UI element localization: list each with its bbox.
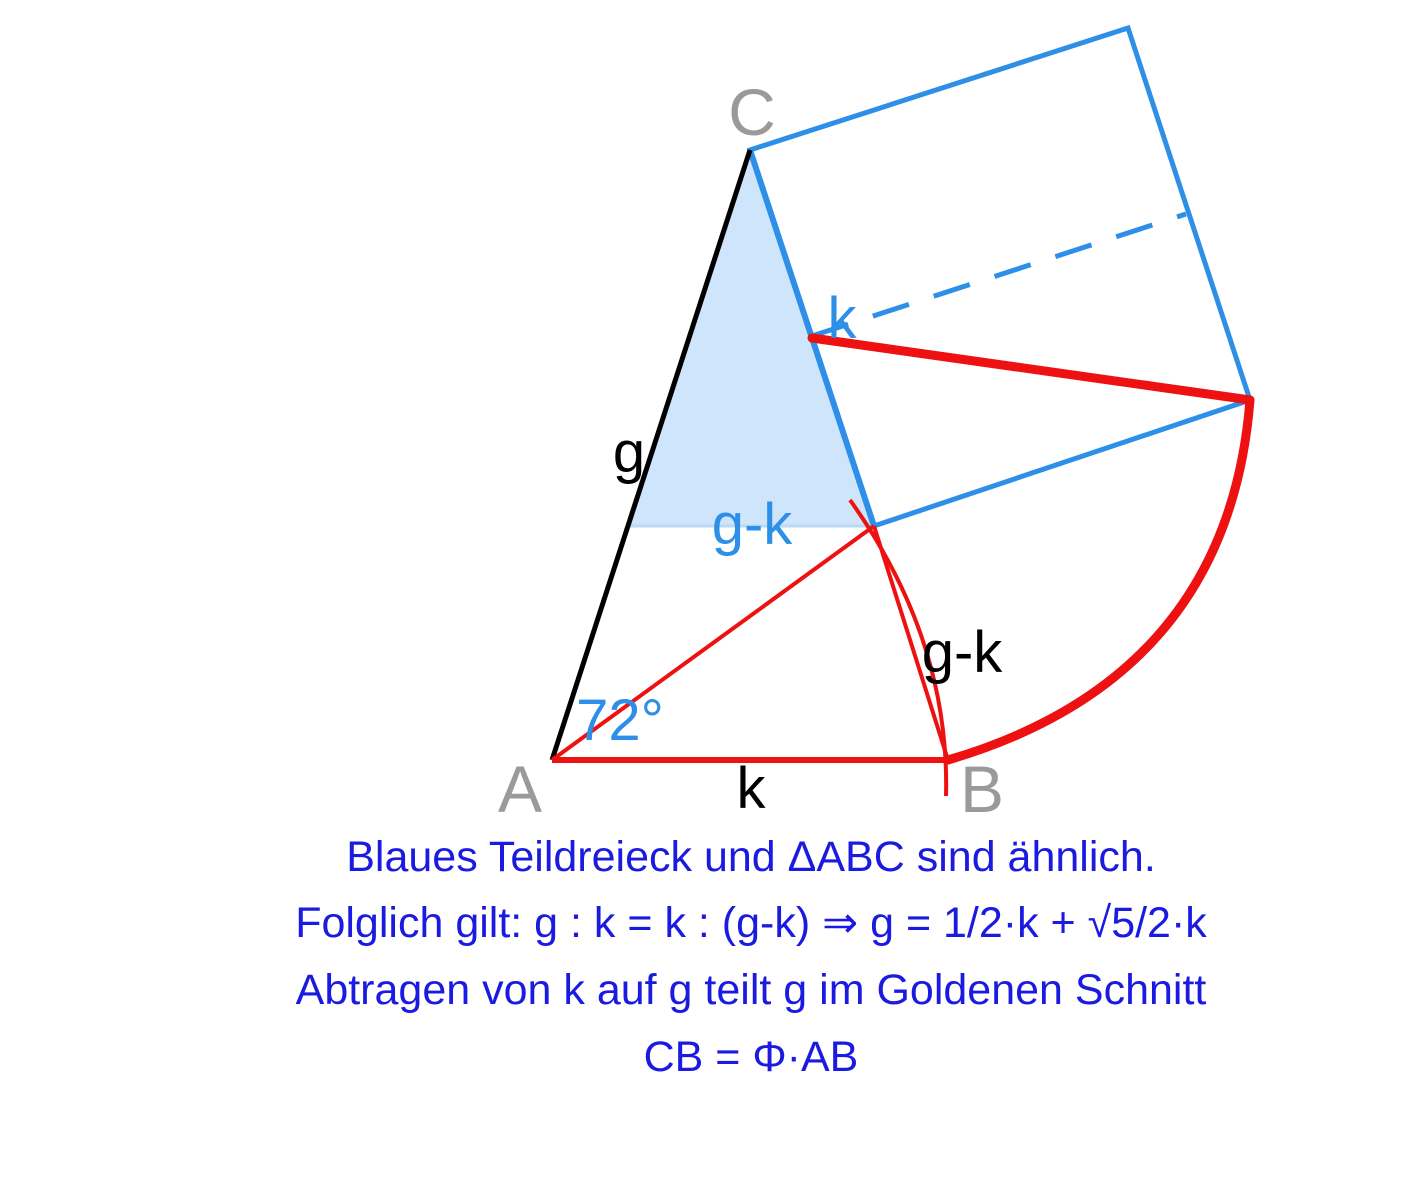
point-label-c: C xyxy=(728,75,776,149)
segment-d-b xyxy=(872,525,950,761)
dashed-line xyxy=(811,211,1187,339)
side-ac xyxy=(549,149,753,761)
caption-line-2: Folglich gilt: g : k = k : (g-k) ⇒ g = 1… xyxy=(295,899,1207,947)
thick-red-segment xyxy=(807,333,1255,405)
caption-line-1: Blaues Teildreieck und ΔABC sind ähnlich… xyxy=(346,833,1156,881)
angle-label: 72° xyxy=(576,688,664,753)
label-g-minus-k-black: g-k xyxy=(922,620,1004,685)
point-label-a: A xyxy=(498,752,542,826)
label-k-base: k xyxy=(737,756,767,821)
arc-large xyxy=(943,395,1255,765)
caption-line-4: CB = Φ·AB xyxy=(643,1033,859,1081)
label-k-top: k xyxy=(828,286,858,351)
label-g: g xyxy=(613,420,645,485)
blue-sub-triangle xyxy=(628,150,874,526)
arc-k-small xyxy=(848,498,949,797)
segment-a-d xyxy=(550,524,876,762)
point-label-b: B xyxy=(960,752,1004,826)
label-g-minus-k-blue: g-k xyxy=(712,492,794,557)
caption-line-3: Abtragen von k auf g teilt g im Goldenen… xyxy=(295,966,1207,1014)
